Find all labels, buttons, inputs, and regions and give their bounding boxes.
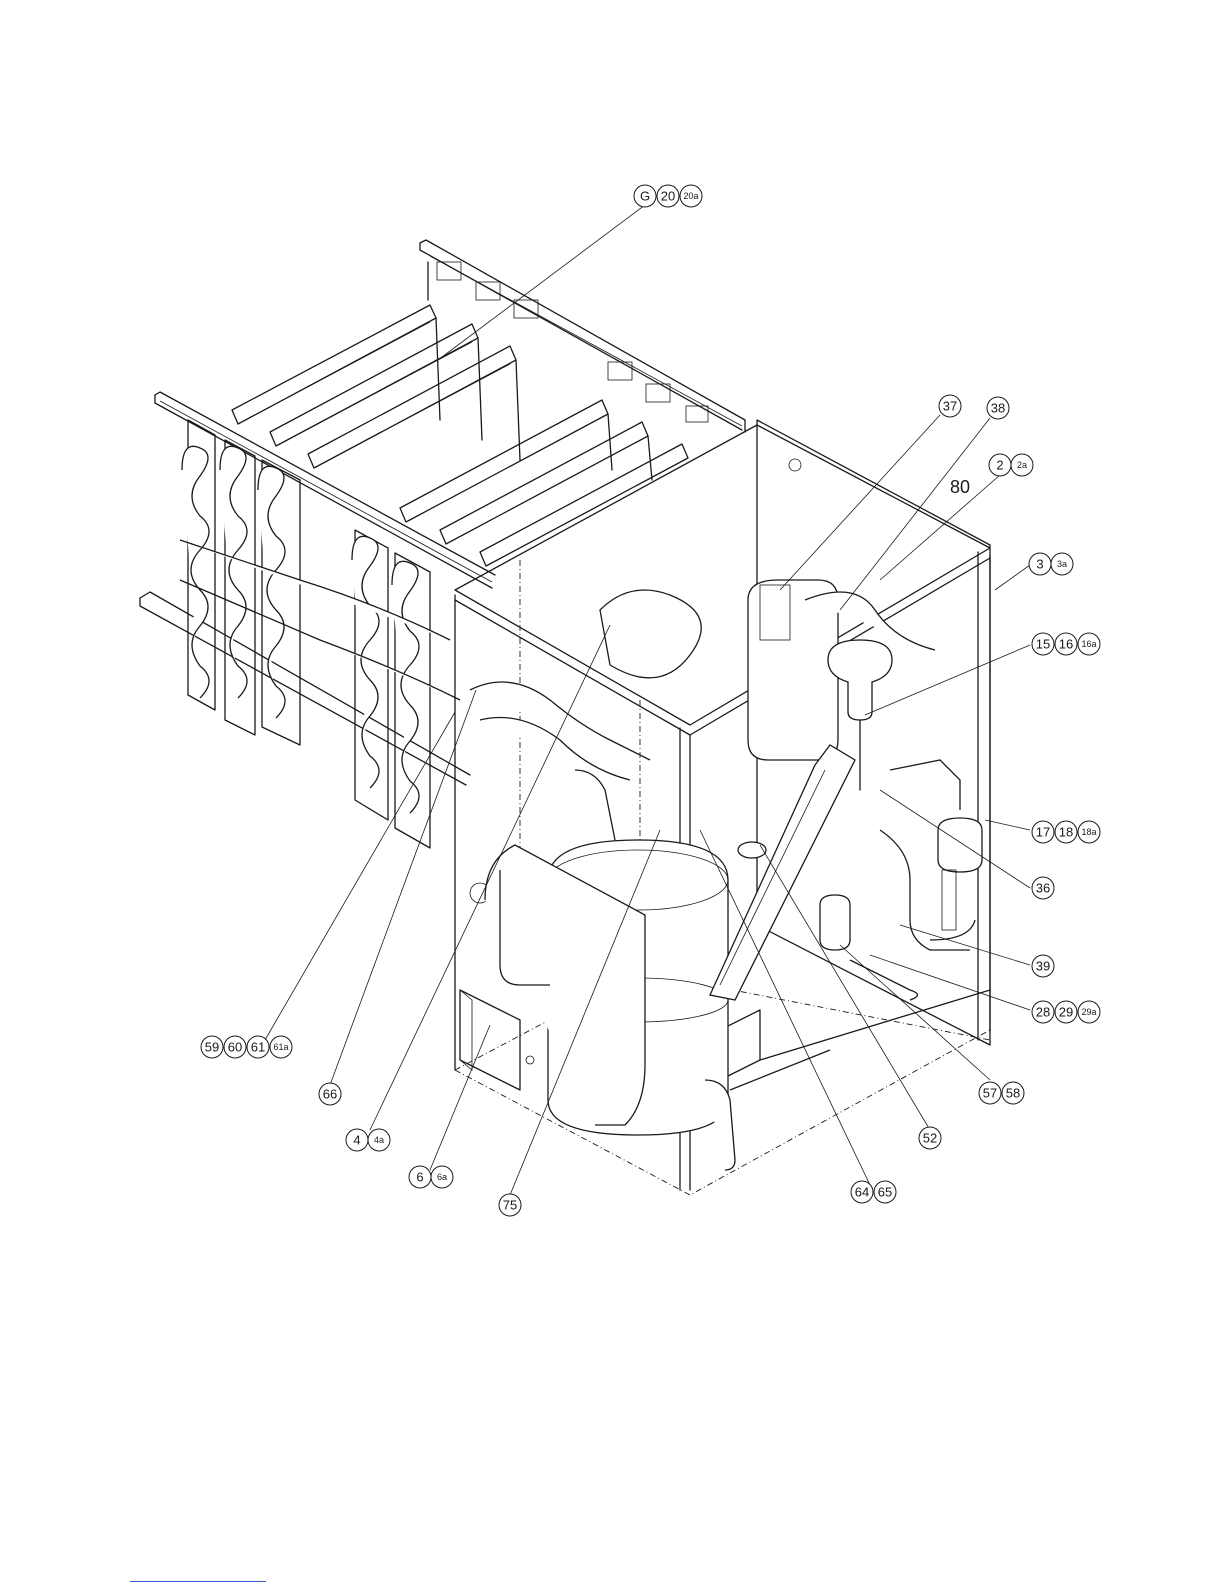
drier (890, 760, 982, 930)
callout-balloon-text: 4 (353, 1133, 360, 1148)
callout-balloon-text: 61a (273, 1042, 288, 1052)
callout-balloon-text: 4a (374, 1135, 384, 1145)
callout-balloon-text: 6a (437, 1172, 447, 1182)
callout-label-80: 80 (950, 477, 970, 497)
callout-balloon-text: 17 (1036, 825, 1050, 840)
callout-balloon-text: 57 (983, 1086, 997, 1101)
callout-3-3a: 3 3a (1029, 553, 1073, 575)
callout-37: 37 (939, 395, 961, 417)
callout-balloon-text: 15 (1036, 637, 1050, 652)
callout-balloon-text: 36 (1036, 881, 1050, 896)
callout-balloon-text: 16a (1081, 639, 1096, 649)
callout-balloon-text: 64 (855, 1185, 869, 1200)
callout-75: 75 (499, 1194, 521, 1216)
callout-80: 80 (950, 477, 970, 497)
callout-balloon-text: 39 (1036, 959, 1050, 974)
callout-balloon-text: 37 (943, 399, 957, 414)
callout-balloon-text: 59 (205, 1040, 219, 1055)
callout-17-18-18a: 17 18 18a (1032, 821, 1100, 843)
callout-6-6a: 6 6a (409, 1166, 453, 1188)
callout-15-16-16a: 15 16 16a (1032, 633, 1100, 655)
callout-balloon-text: 65 (878, 1185, 892, 1200)
callout-66: 66 (319, 1083, 341, 1105)
callout-balloon-text: 52 (923, 1131, 937, 1146)
callout-balloon-text: 6 (416, 1170, 423, 1185)
callout-38: 38 (987, 397, 1009, 419)
callout-57-58: 57 58 (979, 1082, 1024, 1104)
callout-balloon-text: 66 (323, 1087, 337, 1102)
footer-rule (130, 1581, 266, 1582)
callout-balloon-text: 38 (991, 401, 1005, 416)
callout-balloon-text: 18a (1081, 827, 1096, 837)
callout-G-20-20a: G 20 20a (634, 185, 702, 207)
drain-channel (710, 745, 855, 1000)
callout-39: 39 (1032, 955, 1054, 977)
callout-balloon-text: 18 (1059, 825, 1073, 840)
callout-4-4a: 4 4a (346, 1129, 390, 1151)
callout-balloon-text: G (640, 189, 650, 204)
callout-balloon-text: 75 (503, 1198, 517, 1213)
callout-balloon-text: 20a (683, 191, 698, 201)
callout-balloon-text: 2a (1017, 460, 1027, 470)
callout-balloon-text: 61 (251, 1040, 265, 1055)
callout-balloon-text: 20 (661, 189, 675, 204)
callout-balloon-text: 29a (1081, 1007, 1096, 1017)
callout-2-2a: 2 2a (989, 454, 1033, 476)
callout-balloon-text: 3 (1036, 557, 1043, 572)
callout-52: 52 (919, 1127, 941, 1149)
callout-balloon-text: 60 (228, 1040, 242, 1055)
callout-59-60-61-61a: 59 60 61 61a (201, 1036, 292, 1058)
callout-balloon-text: 28 (1036, 1005, 1050, 1020)
callout-balloon-text: 3a (1057, 559, 1067, 569)
callout-balloon-text: 16 (1059, 637, 1073, 652)
callout-balloon-text: 29 (1059, 1005, 1073, 1020)
upper-frame (420, 240, 745, 432)
callout-balloon-text: 2 (996, 458, 1003, 473)
callout-64-65: 64 65 (851, 1181, 896, 1203)
callout-balloon-text: 58 (1006, 1086, 1020, 1101)
callout-28-29-29a: 28 29 29a (1032, 1001, 1100, 1023)
callout-36: 36 (1032, 877, 1054, 899)
